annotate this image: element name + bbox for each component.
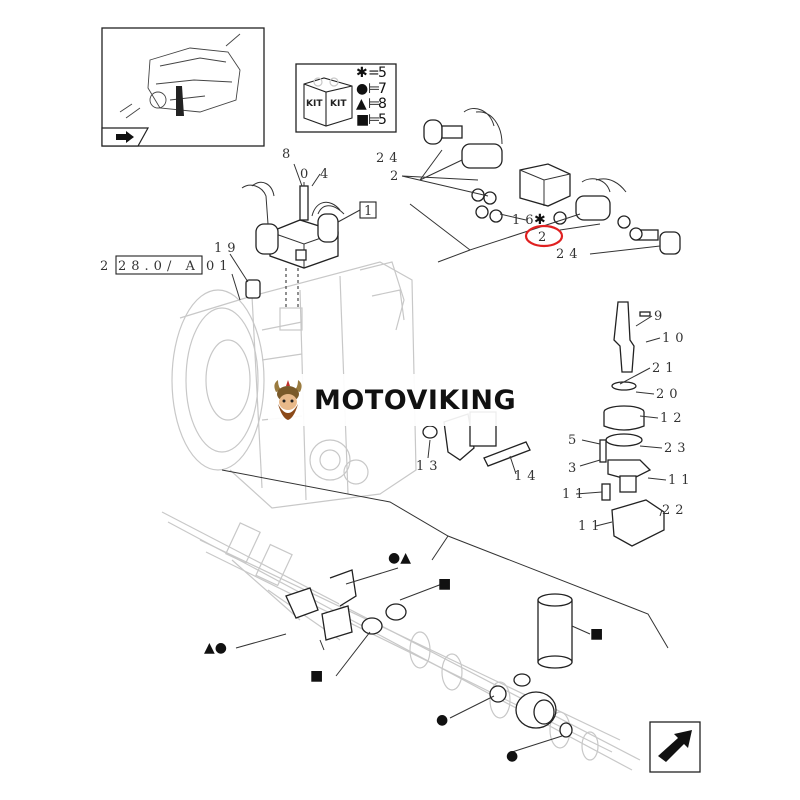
svg-text:⊨: ⊨ (368, 96, 380, 112)
svg-text:=: = (368, 65, 380, 81)
callout-23[interactable]: 23 (664, 441, 691, 456)
callout-16-star-icon: ✱ (534, 212, 546, 228)
callout-16[interactable]: 16 (512, 213, 539, 228)
synchro-ring[interactable] (489, 673, 573, 738)
symbol-square-icon-1: ■ (438, 576, 451, 592)
symbol-circle-icon-2: ● (506, 748, 518, 764)
kit-label-right: KIT (330, 99, 347, 109)
callout-22[interactable]: 22 (662, 503, 689, 518)
sleeve-bushing[interactable] (537, 593, 573, 669)
legend-triangle-icon: ▲ (356, 96, 367, 112)
watermark-brand: MOTOVIKING (314, 384, 517, 416)
callout-12[interactable]: 12 (660, 411, 687, 426)
callout-0[interactable]: 0 (300, 167, 313, 182)
callout-20[interactable]: 20 (656, 387, 683, 402)
callout-11-right[interactable]: 11 (668, 473, 695, 488)
callout-24-upper[interactable]: 24 (376, 151, 403, 166)
legend-triangle-count: 8 (378, 96, 387, 112)
legend-star-count: 5 (378, 65, 387, 81)
legend-square-icon: ■ (356, 112, 369, 128)
callout-10[interactable]: 10 (662, 331, 689, 346)
symbol-circle-icon-1: ● (436, 712, 448, 728)
viking-logo-icon (274, 380, 302, 420)
callout-11-left[interactable]: 11 (562, 487, 589, 502)
symbol-triangle-circle-icon: ▲● (204, 640, 227, 656)
callout-5[interactable]: 5 (568, 433, 581, 448)
callout-24-lower[interactable]: 24 (556, 247, 583, 262)
callout-13[interactable]: 13 (416, 459, 443, 474)
callout-14[interactable]: 14 (514, 469, 541, 484)
thumbnail-arrow-icon (116, 131, 134, 143)
next-page-button[interactable] (649, 721, 701, 773)
overview-thumbnail[interactable] (101, 27, 265, 147)
highlight-ring (524, 224, 564, 248)
kit-label-left: KIT (306, 99, 323, 109)
callout-3[interactable]: 3 (568, 461, 581, 476)
callout-2-highlighted[interactable]: 2 (538, 230, 551, 245)
svg-text:⊨: ⊨ (368, 112, 380, 128)
callout-11-lower[interactable]: 11 (578, 519, 605, 534)
kit-legend: KIT KIT ✱ = 5 ● ⊨ 7 ▲ ⊨ 8 ■ ⊨ 5 (295, 63, 397, 133)
watermark: MOTOVIKING (268, 374, 534, 426)
callout-2-upper[interactable]: 2 (390, 169, 403, 184)
callout-1[interactable]: 1 (364, 204, 377, 219)
symbol-circle-triangle-icon: ●▲ (388, 550, 411, 566)
legend-star-icon: ✱ (356, 65, 368, 81)
next-page-arrow-icon (658, 730, 692, 762)
callout-21[interactable]: 21 (652, 361, 679, 376)
reference-box[interactable]: 2 28.0/ A 01 (100, 255, 241, 301)
shift-lever-assembly[interactable] (599, 301, 665, 547)
reference-box-suffix: 01 (206, 259, 233, 274)
shift-forks-lower[interactable] (285, 569, 407, 641)
reference-box-text: 28.0/ A (118, 259, 200, 274)
callout-9[interactable]: 9 (654, 309, 667, 324)
symbol-square-icon-3: ■ (590, 626, 603, 642)
solenoid-valve-block[interactable] (241, 181, 345, 269)
legend-circle-icon: ● (356, 81, 368, 97)
plug-19[interactable] (245, 279, 261, 299)
svg-text:⊨: ⊨ (368, 81, 380, 97)
symbol-square-icon-2: ■ (310, 668, 323, 684)
legend-circle-count: 7 (378, 81, 387, 97)
callout-19[interactable]: 19 (214, 241, 241, 256)
reference-box-prefix: 2 (100, 259, 113, 274)
callout-4[interactable]: 4 (320, 167, 333, 182)
legend-square-count: 5 (378, 112, 387, 128)
callout-8[interactable]: 8 (282, 147, 295, 162)
solenoid-valve-assembly-right[interactable] (423, 108, 681, 255)
